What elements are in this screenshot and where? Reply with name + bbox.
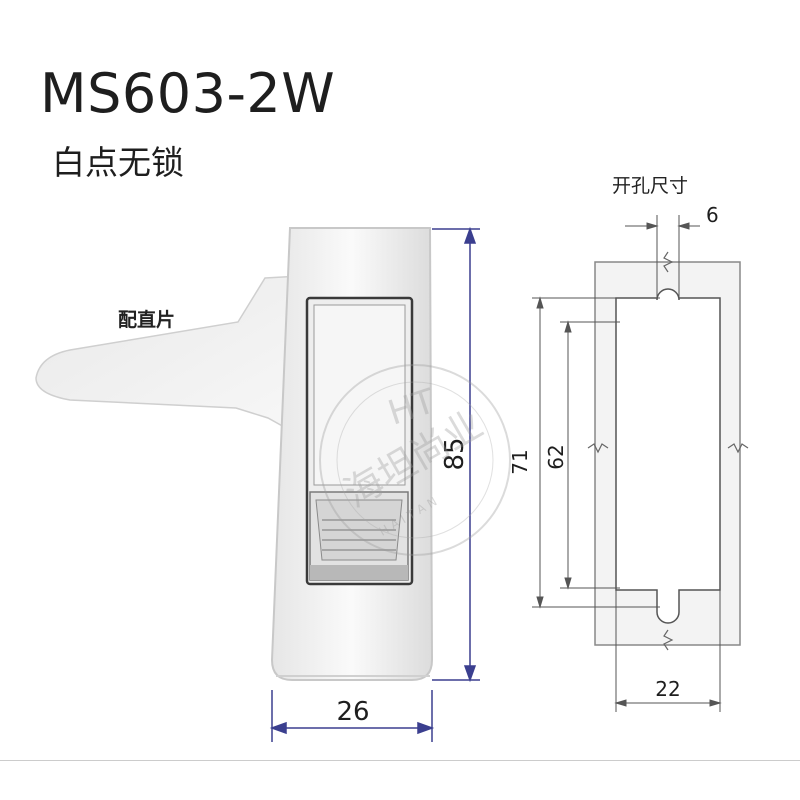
accessory-label: 配直片 xyxy=(118,308,175,331)
outer-height-dimension xyxy=(532,296,660,609)
slot-width-dimension xyxy=(625,215,700,298)
bottom-divider xyxy=(0,760,800,761)
latch-height-dimension xyxy=(432,226,480,683)
variant-subtitle: 白点无锁 xyxy=(52,143,184,182)
straight-blade xyxy=(35,275,301,429)
cutout-label: 开孔尺寸 xyxy=(612,175,688,197)
model-title: MS603-2W xyxy=(40,62,336,125)
handle-face xyxy=(313,304,406,486)
inner-height-dimension xyxy=(560,320,620,590)
cutout-hole xyxy=(615,288,721,624)
slot-width-value: 6 xyxy=(706,203,719,227)
inner-height-value: 62 xyxy=(544,444,568,469)
panel-outline xyxy=(587,251,749,651)
cutout-width-dimension xyxy=(614,590,722,712)
latch-height-value: 85 xyxy=(440,437,470,470)
finger-grip xyxy=(309,491,409,581)
cutout-width-value: 22 xyxy=(655,677,680,701)
latch-width-value: 26 xyxy=(336,697,369,727)
latch-width-dimension xyxy=(269,690,435,742)
latch-illustration xyxy=(35,227,434,681)
outer-height-value: 71 xyxy=(508,449,532,474)
